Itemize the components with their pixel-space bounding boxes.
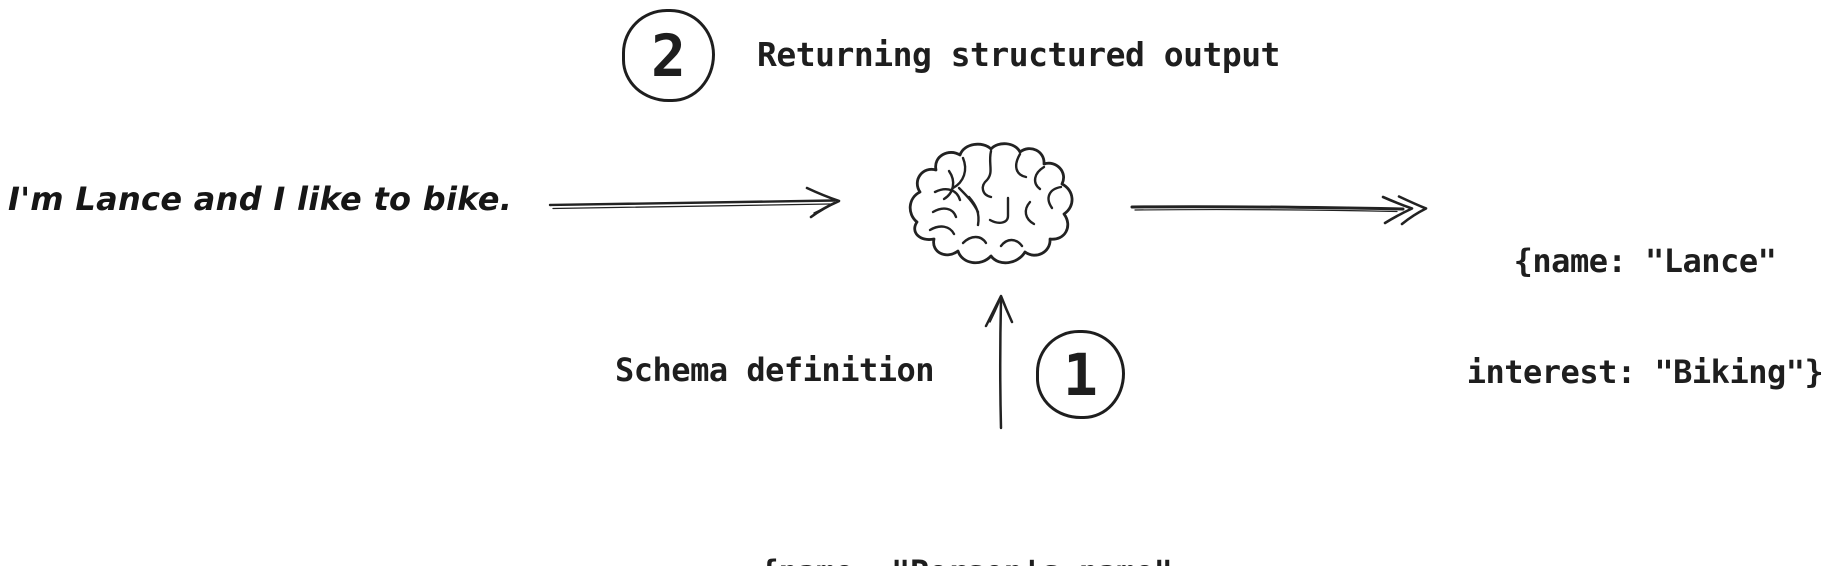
structured-output-text: {name: "Lance" interest: "Biking"}: [1345, 169, 1838, 465]
input-sentence: I'm Lance and I like to bike.: [8, 180, 513, 218]
schema-arrow-icon: [984, 294, 1014, 430]
step-1-badge: 1: [1036, 330, 1125, 419]
output-arrow-icon: [1130, 195, 1428, 226]
structured-output-line-2: interest: "Biking"}: [1466, 353, 1824, 391]
step-2-badge: 2: [622, 9, 715, 102]
brain-icon: [908, 142, 1074, 265]
structured-output-line-1: {name: "Lance": [1513, 242, 1777, 280]
input-arrow-icon: [548, 186, 841, 219]
step-2-number: 2: [651, 21, 686, 90]
step-2-label: Returning structured output: [757, 35, 1280, 74]
schema-definition-label: Schema definition: [615, 351, 935, 389]
schema-definition-text: {name: "Person's name" interest: "Person…: [666, 477, 1266, 566]
step-1-number: 1: [1063, 340, 1098, 409]
schema-line-1: {name: "Person's name": [666, 553, 1266, 566]
